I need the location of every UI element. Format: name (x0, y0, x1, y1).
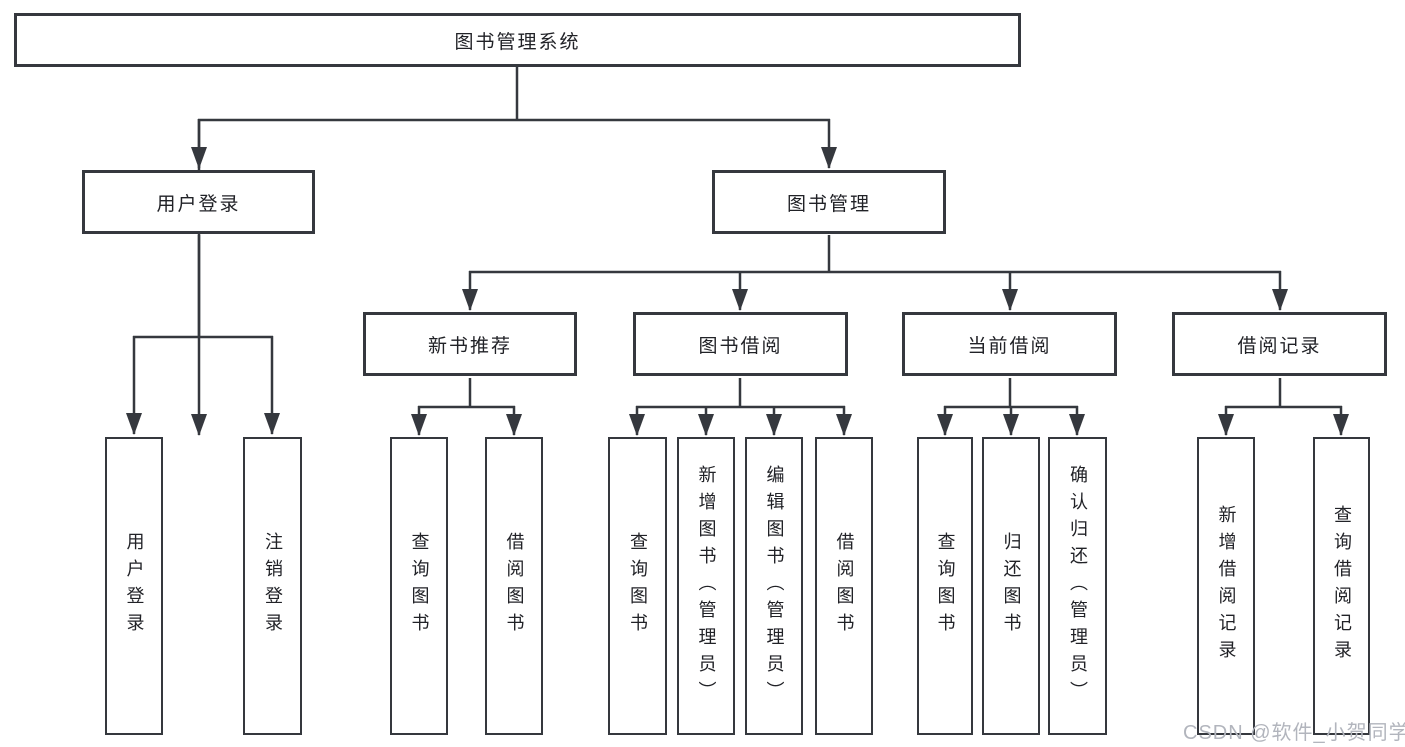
leaf-bb-add-books-admin: 新增图书（管理员） (677, 437, 735, 735)
leaf-cb-return-books: 归还图书 (982, 437, 1040, 735)
leaf-bb-borrow-books: 借阅图书 (815, 437, 873, 735)
leaf-bb-query-books: 查询图书 (608, 437, 667, 735)
connector-userlogin-to-leaves (126, 235, 280, 435)
leaf-cb-query-books: 查询图书 (917, 437, 973, 735)
connector-root-to-level2 (191, 66, 837, 436)
leaf-bb-query-books-label: 查询图书 (627, 532, 648, 640)
leaf-br-query-borrow-record: 查询借阅记录 (1313, 437, 1370, 735)
leaf-nbr-query-books: 查询图书 (390, 437, 448, 735)
leaf-logout: 注销登录 (243, 437, 302, 735)
leaf-user-login-label: 用户登录 (124, 532, 145, 640)
node-borrow-records: 借阅记录 (1172, 312, 1387, 376)
leaf-nbr-borrow-books: 借阅图书 (485, 437, 543, 735)
leaf-user-login: 用户登录 (105, 437, 163, 735)
leaf-br-add-borrow-record-label: 新增借阅记录 (1216, 505, 1237, 667)
leaf-bb-edit-books-admin-label: 编辑图书（管理员） (764, 464, 785, 708)
connector-borrowrecords-to-leaves (1218, 378, 1349, 436)
node-current-borrow-label: 当前借阅 (967, 335, 1052, 357)
leaf-cb-confirm-return-admin: 确认归还（管理员） (1048, 437, 1107, 735)
leaf-br-query-borrow-record-label: 查询借阅记录 (1331, 505, 1352, 667)
leaf-br-add-borrow-record: 新增借阅记录 (1197, 437, 1255, 735)
node-book-management: 图书管理 (712, 170, 946, 234)
connector-newbook-to-leaves (411, 378, 522, 436)
node-user-login: 用户登录 (82, 170, 315, 234)
leaf-bb-borrow-books-label: 借阅图书 (834, 532, 855, 640)
connector-currentborrow-to-leaves (937, 378, 1085, 436)
node-book-borrow-label: 图书借阅 (698, 335, 783, 357)
node-root: 图书管理系统 (14, 13, 1021, 67)
node-current-borrow: 当前借阅 (902, 312, 1117, 376)
connector-bookborrow-to-leaves (629, 378, 852, 436)
leaf-cb-confirm-return-admin-label: 确认归还（管理员） (1067, 464, 1088, 708)
leaf-nbr-query-books-label: 查询图书 (409, 532, 430, 640)
node-book-borrow: 图书借阅 (633, 312, 848, 376)
leaf-bb-edit-books-admin: 编辑图书（管理员） (745, 437, 803, 735)
node-root-label: 图书管理系统 (454, 31, 581, 53)
leaf-cb-query-books-label: 查询图书 (935, 532, 956, 640)
node-new-book-recommend-label: 新书推荐 (427, 335, 512, 357)
leaf-bb-add-books-admin-label: 新增图书（管理员） (696, 464, 717, 708)
node-new-book-recommend: 新书推荐 (363, 312, 577, 376)
leaf-cb-return-books-label: 归还图书 (1001, 532, 1022, 640)
leaf-nbr-borrow-books-label: 借阅图书 (504, 532, 525, 640)
csdn-watermark: CSDN @软件_小贺同学 (1183, 722, 1405, 744)
connector-bookmgmt-to-level3 (462, 235, 1288, 311)
leaf-logout-label: 注销登录 (262, 532, 283, 640)
node-book-management-label: 图书管理 (786, 193, 871, 215)
node-user-login-label: 用户登录 (156, 193, 241, 215)
node-borrow-records-label: 借阅记录 (1237, 335, 1322, 357)
